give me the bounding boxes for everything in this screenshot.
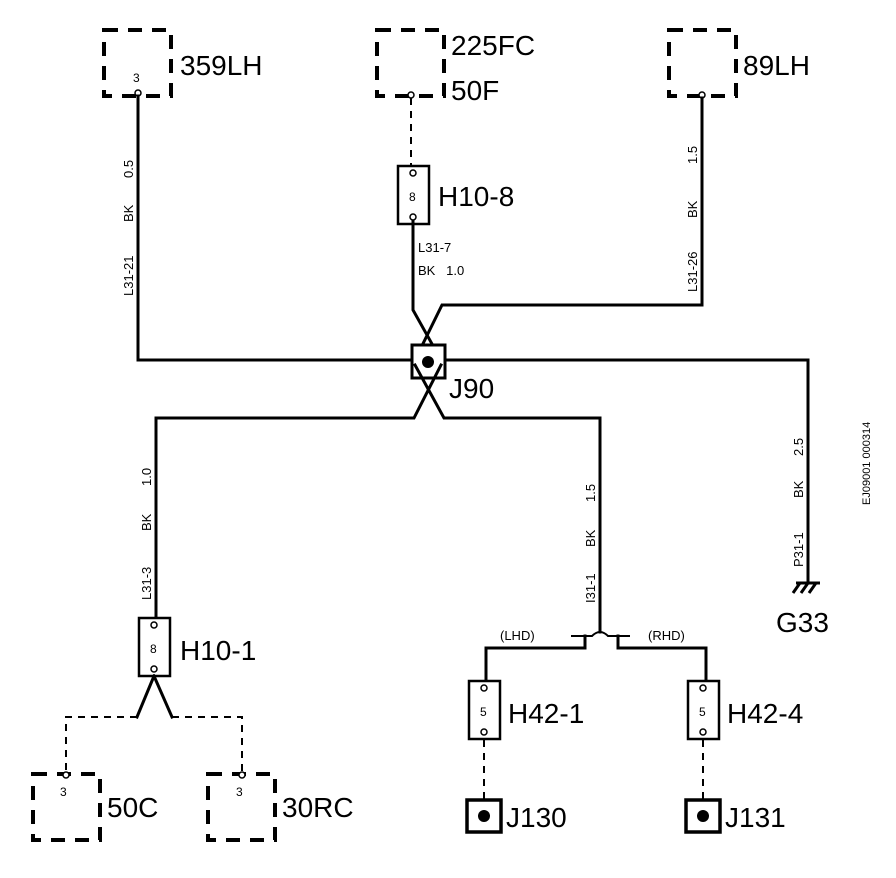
wire-label-89lh-color: BK <box>685 200 700 218</box>
h10-8-bottom-terminal <box>409 213 417 221</box>
label-h42-1: H42-1 <box>508 698 584 729</box>
wire-label-h42-size: 1.5 <box>583 484 598 502</box>
connector-89lh-box <box>667 28 738 98</box>
ground-symbol <box>791 581 820 594</box>
pin-h42-4: 5 <box>699 705 706 719</box>
wire-h10-1-split <box>135 674 174 719</box>
label-30rc: 30RC <box>282 792 354 823</box>
connector-30rc-box <box>206 772 277 842</box>
wire-label-h10-8-id: L31-7 <box>418 240 451 255</box>
label-359lh: 359LH <box>180 50 263 81</box>
connector-50c-box <box>31 772 102 842</box>
wire-rhd <box>616 634 708 682</box>
pin-30rc: 3 <box>236 785 243 799</box>
wire-label-h10-1-color: BK <box>139 513 154 531</box>
option-jumper <box>571 631 630 637</box>
label-h10-8: H10-8 <box>438 181 514 212</box>
wire-label-ground-size: 2.5 <box>791 438 806 456</box>
wire-h42 <box>412 362 602 634</box>
wire-lhd <box>484 634 587 682</box>
pin-359lh: 3 <box>133 71 140 85</box>
wire-30rc-dashed <box>172 716 243 772</box>
label-j131: J131 <box>725 802 786 833</box>
wire-50c-dashed <box>65 716 137 772</box>
wire-ground <box>444 358 810 584</box>
pin-30rc-terminal <box>238 771 246 779</box>
label-89lh: 89LH <box>743 50 810 81</box>
pin-225fc-terminal <box>407 91 415 99</box>
wire-label-359lh-color: BK <box>121 204 136 222</box>
wire-label-359lh-size: 0.5 <box>121 160 136 178</box>
label-225fc: 225FC <box>451 30 535 61</box>
connector-359lh-box <box>102 28 173 98</box>
connector-j131-dot <box>697 810 709 822</box>
label-50f: 50F <box>451 75 499 106</box>
h42-4-top-terminal <box>699 684 707 692</box>
wire-h10-8 <box>411 220 444 363</box>
h10-1-top-terminal <box>150 621 158 629</box>
connector-225fc-box <box>375 28 446 98</box>
pin-50c: 3 <box>60 785 67 799</box>
wire-89lh <box>412 96 704 363</box>
pin-h10-8: 8 <box>409 190 416 204</box>
wire-label-h10-8-spec: BK 1.0 <box>418 263 464 278</box>
label-h42-4: H42-4 <box>727 698 803 729</box>
label-j90: J90 <box>449 373 494 404</box>
h10-8-top-terminal <box>409 169 417 177</box>
label-j130: J130 <box>506 802 567 833</box>
h42-4-bottom-terminal <box>699 728 707 736</box>
wire-label-ground-id: P31-1 <box>791 532 806 567</box>
wire-label-ground-color: BK <box>791 480 806 498</box>
wire-label-h10-1-id: L31-3 <box>139 567 154 600</box>
wire-label-89lh-id: L31-26 <box>685 252 700 292</box>
label-rhd: (RHD) <box>648 628 685 643</box>
figure-code: EJ09001 000314 <box>861 422 873 505</box>
wire-label-h42-id: I31-1 <box>583 573 598 603</box>
h10-1-bottom-terminal <box>150 665 158 673</box>
wire-label-359lh-id: L31-21 <box>121 256 136 296</box>
pin-h10-1: 8 <box>150 642 157 656</box>
label-h10-1: H10-1 <box>180 635 256 666</box>
label-lhd: (LHD) <box>500 628 535 643</box>
wire-359lh <box>136 94 414 362</box>
h42-1-bottom-terminal <box>480 728 488 736</box>
wire-h10-1 <box>154 362 444 619</box>
pin-50c-terminal <box>62 771 70 779</box>
label-50c: 50C <box>107 792 158 823</box>
connector-j130-dot <box>478 810 490 822</box>
pin-h42-1: 5 <box>480 705 487 719</box>
label-g33: G33 <box>776 607 829 638</box>
wire-label-h42-color: BK <box>583 529 598 547</box>
h42-1-top-terminal <box>480 684 488 692</box>
wire-label-h10-1-size: 1.0 <box>139 468 154 486</box>
splice-j90-dot <box>422 356 434 368</box>
wire-label-89lh-size: 1.5 <box>685 146 700 164</box>
